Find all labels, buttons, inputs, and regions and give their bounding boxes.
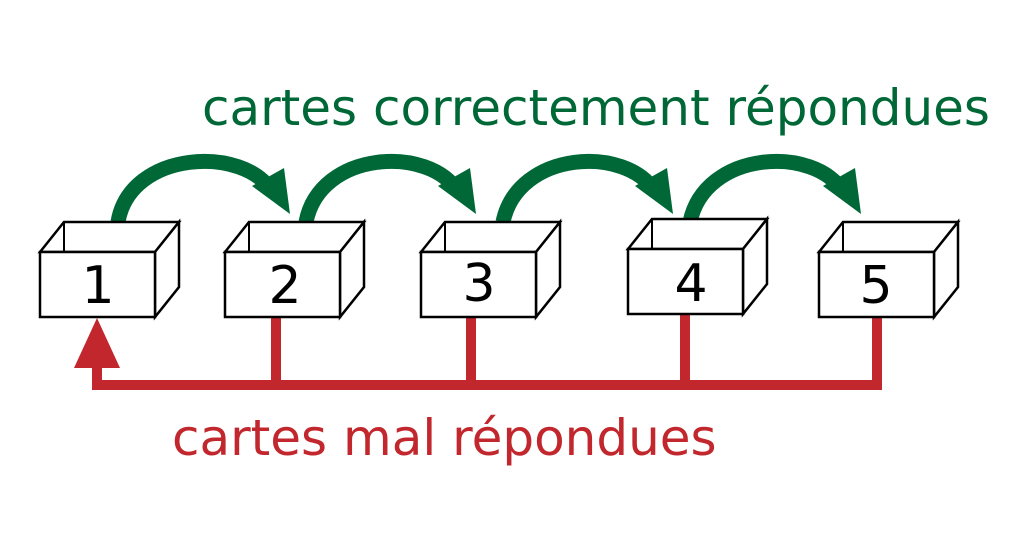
box-3: 3 [418,218,563,321]
box-1: 1 [37,218,182,321]
wrong-arrow [74,314,882,390]
box-number-5: 5 [859,256,892,316]
correct-answers-label: cartes correctement répondues [202,79,990,137]
box-number-4: 4 [674,254,707,314]
correct-arrow-1-2 [110,153,290,224]
correct-arrow-2-3 [298,153,476,224]
correct-arrows [110,153,861,224]
box-2: 2 [222,218,367,321]
box-5: 5 [816,218,961,321]
correct-arrow-3-4 [495,153,673,224]
box-number-1: 1 [81,256,114,316]
wrong-arrow-head [74,318,120,368]
box-4: 4 [625,215,770,318]
correct-arrow-4-5 [682,153,861,224]
wrong-answers-label: cartes mal répondues [172,409,717,467]
box-number-2: 2 [268,256,301,316]
box-number-3: 3 [462,254,495,314]
